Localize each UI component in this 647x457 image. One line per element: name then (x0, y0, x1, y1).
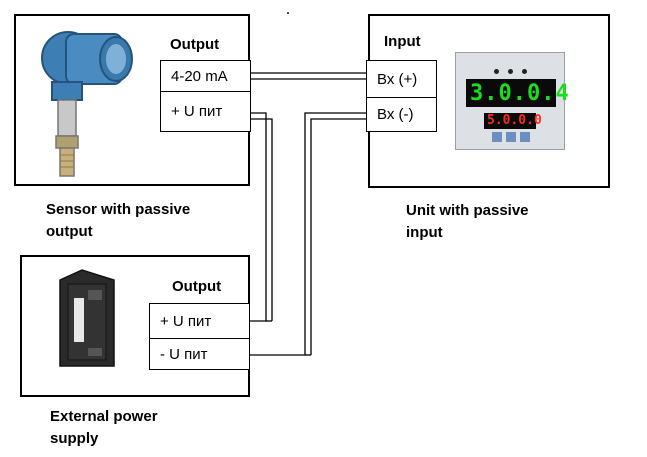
wire-minus-supply (250, 112, 366, 356)
panel-meter-setpoint: 5.0.0.0 (484, 113, 542, 129)
unit-caption-line1: Unit with passive (406, 202, 529, 219)
panel-button-1 (492, 132, 502, 142)
unit-terminal-minus: Вх (-) (366, 97, 437, 132)
sensor-caption-line1: Sensor with passive (46, 201, 191, 218)
sensor-terminal-u-supply: + U пит (160, 91, 251, 132)
unit-input-header: Input (384, 33, 421, 50)
panel-meter-image: 3.0.0.4 5.0.0.0 (455, 52, 569, 150)
din-rail-power-supply-image (59, 269, 115, 367)
pressure-sensor-image (41, 31, 133, 177)
sensor-terminal-4-20ma: 4-20 mA (160, 60, 251, 92)
sensor-output-header: Output (170, 36, 220, 53)
psu-caption-line2: supply (50, 430, 99, 447)
wire-plus-supply (250, 112, 267, 322)
sensor-caption: Sensor with passive output (46, 199, 190, 243)
psu-terminal-minus: - U пит (149, 338, 250, 370)
panel-led-3 (522, 69, 527, 74)
psu-caption-line1: External power (50, 408, 158, 425)
psu-terminal-plus: + U пит (149, 303, 250, 339)
sensor-caption-line2: output (46, 223, 93, 240)
panel-meter-display: 3.0.0.4 (466, 79, 569, 107)
panel-meter-setpoint-reading: 5.0.0.0 (487, 113, 542, 128)
panel-button-2 (506, 132, 516, 142)
psu-output-header: Output (172, 278, 222, 295)
panel-button-3 (520, 132, 530, 142)
panel-led-1 (494, 69, 499, 74)
panel-led-2 (508, 69, 513, 74)
psu-caption: External power supply (50, 406, 158, 450)
unit-caption: Unit with passive input (406, 200, 529, 244)
panel-meter-buttons (492, 132, 532, 142)
panel-meter-reading: 3.0.0.4 (470, 81, 570, 106)
unit-caption-line2: input (406, 224, 443, 241)
